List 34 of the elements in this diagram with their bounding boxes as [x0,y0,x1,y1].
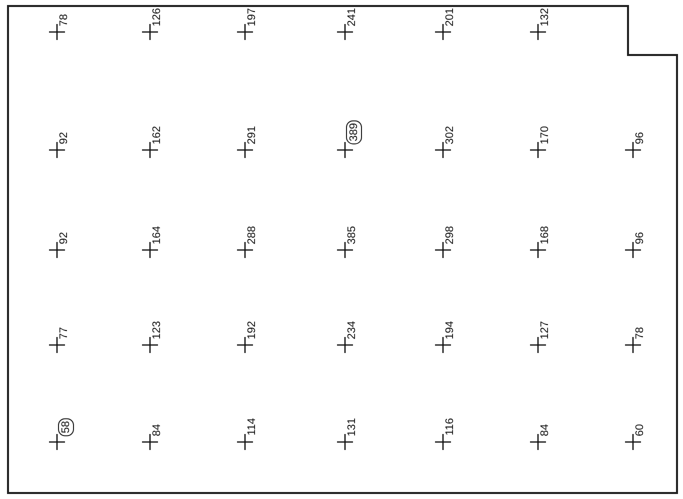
measurement-value: 385 [346,226,358,244]
measurement-value: 302 [444,126,456,144]
measurement-value: 131 [346,418,358,436]
measurement-value: 116 [444,418,456,436]
measurement-value: 192 [246,321,258,340]
measurement-value: 162 [151,126,163,144]
measurement-value: 84 [151,424,163,436]
measurement-value: 78 [634,327,646,340]
measurement-value: 170 [539,126,551,144]
measurement-value: 60 [634,424,646,436]
measurement-value: 96 [634,232,646,244]
measurement-value: 234 [346,321,358,340]
measurement-value: 84 [539,424,551,436]
measurement-value: 288 [246,226,258,244]
measurement-value: 164 [151,226,163,244]
measurement-value: 92 [58,132,70,144]
measurement-value: 241 [346,8,358,26]
measurement-value: 123 [151,321,163,340]
measurement-value: 291 [246,126,258,144]
measurement-value: 96 [634,132,646,144]
measurement-value: 194 [444,321,456,340]
measurement-value: 127 [539,321,551,340]
measurement-value: 126 [151,8,163,26]
circled-value: 58 [58,418,74,436]
measurement-value: 78 [58,14,70,26]
measurement-value: 298 [444,226,456,244]
measurement-value: 197 [246,8,258,26]
measurement-value: 201 [444,8,456,26]
measurement-value: 132 [539,8,551,26]
measurement-value: 77 [58,327,70,340]
measurement-value: 168 [539,226,551,244]
measurement-value: 114 [246,418,258,436]
circled-value: 389 [346,120,362,144]
measurement-value: 92 [58,232,70,244]
